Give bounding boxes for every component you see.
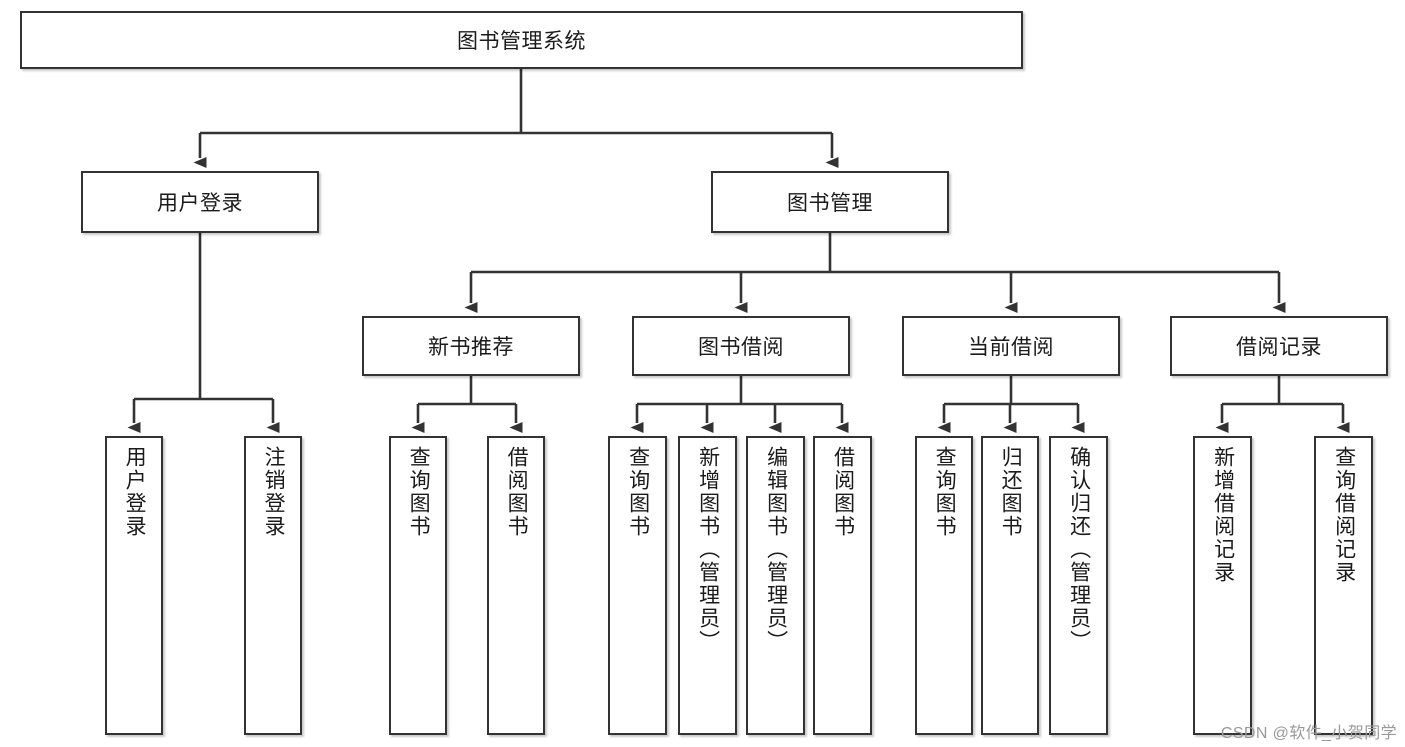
node-borrow-record-label: 借阅记录 bbox=[1236, 336, 1322, 359]
leaf-borrow-borrow-book-label: 借阅图书 bbox=[831, 446, 855, 538]
edge-currentborrow-to-leaves bbox=[937, 376, 1085, 433]
leaf-current-confirm-return-label: 确认归还（管理员） bbox=[1067, 446, 1091, 653]
leaf-current-return-book-label: 归还图书 bbox=[999, 446, 1023, 538]
node-user-login[interactable]: 用户登录 bbox=[81, 171, 319, 233]
node-user-login-label: 用户登录 bbox=[157, 192, 243, 215]
leaf-record-query-label: 查询借阅记录 bbox=[1332, 446, 1356, 584]
node-book-manage[interactable]: 图书管理 bbox=[711, 171, 949, 233]
leaf-borrow-edit-book-label: 编辑图书（管理员） bbox=[764, 446, 788, 653]
edge-userlogin-to-leaves bbox=[127, 233, 280, 433]
leaf-borrow-edit-book[interactable]: 编辑图书（管理员） bbox=[746, 436, 805, 735]
leaf-recommend-borrow-book[interactable]: 借阅图书 bbox=[487, 436, 545, 735]
node-new-book-recommend-label: 新书推荐 bbox=[428, 336, 514, 359]
leaf-borrow-query-book[interactable]: 查询图书 bbox=[608, 436, 667, 735]
node-borrow-record[interactable]: 借阅记录 bbox=[1170, 316, 1388, 376]
edge-bookmanage-to-level3 bbox=[464, 233, 1286, 313]
node-book-borrow-label: 图书借阅 bbox=[698, 336, 784, 359]
node-book-borrow[interactable]: 图书借阅 bbox=[632, 316, 850, 376]
edge-newbookrec-to-leaves bbox=[411, 376, 523, 433]
leaf-borrow-add-book-label: 新增图书（管理员） bbox=[696, 446, 720, 653]
leaf-recommend-borrow-book-label: 借阅图书 bbox=[505, 446, 529, 538]
leaf-record-add-label: 新增借阅记录 bbox=[1211, 446, 1235, 584]
leaf-record-add[interactable]: 新增借阅记录 bbox=[1193, 436, 1252, 735]
leaf-user-logout[interactable]: 注销登录 bbox=[244, 436, 302, 735]
edge-borrowrecord-to-leaves bbox=[1215, 376, 1350, 433]
leaf-current-query-book-label: 查询图书 bbox=[933, 446, 957, 538]
leaf-user-logout-label: 注销登录 bbox=[262, 446, 286, 538]
leaf-user-login-label: 用户登录 bbox=[123, 446, 147, 538]
leaf-current-query-book[interactable]: 查询图书 bbox=[915, 436, 973, 735]
csdn-watermark: CSDN @软件_小贺同学 bbox=[1220, 725, 1397, 742]
leaf-recommend-query-book-label: 查询图书 bbox=[407, 446, 431, 538]
node-book-manage-label: 图书管理 bbox=[787, 192, 873, 215]
leaf-user-login[interactable]: 用户登录 bbox=[105, 436, 163, 735]
leaf-borrow-borrow-book[interactable]: 借阅图书 bbox=[813, 436, 872, 735]
node-new-book-recommend[interactable]: 新书推荐 bbox=[362, 316, 580, 376]
edge-bookborrow-to-leaves bbox=[630, 376, 849, 433]
leaf-current-confirm-return[interactable]: 确认归还（管理员） bbox=[1049, 436, 1108, 735]
leaf-record-query[interactable]: 查询借阅记录 bbox=[1314, 436, 1373, 735]
leaf-borrow-query-book-label: 查询图书 bbox=[626, 446, 650, 538]
node-current-borrow[interactable]: 当前借阅 bbox=[902, 316, 1120, 376]
edge-root-to-level2 bbox=[193, 69, 839, 168]
node-root-label: 图书管理系统 bbox=[457, 30, 586, 53]
leaf-current-return-book[interactable]: 归还图书 bbox=[981, 436, 1039, 735]
node-current-borrow-label: 当前借阅 bbox=[968, 336, 1054, 359]
leaf-borrow-add-book[interactable]: 新增图书（管理员） bbox=[678, 436, 737, 735]
leaf-recommend-query-book[interactable]: 查询图书 bbox=[389, 436, 447, 735]
node-root[interactable]: 图书管理系统 bbox=[20, 11, 1023, 69]
